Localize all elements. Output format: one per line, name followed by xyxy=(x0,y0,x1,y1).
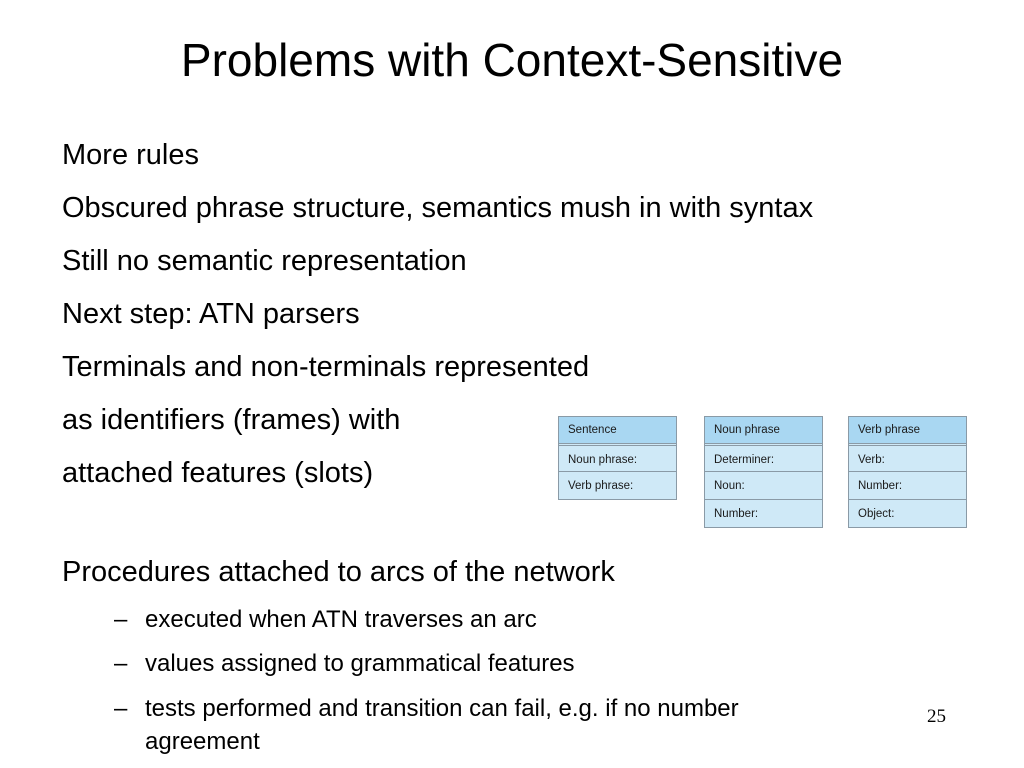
sub-bullet-text: executed when ATN traverses an arc xyxy=(145,606,537,633)
frame-header: Verb phrase xyxy=(849,417,966,443)
frame-verb-phrase: Verb phrase Verb: Number: Object: xyxy=(848,416,967,528)
frame-slot: Verb: xyxy=(849,443,966,471)
bullet-no-semantic-representation: Still no semantic representation xyxy=(62,245,467,277)
sub-bullet-tests-continuation: agreement xyxy=(145,728,260,755)
bullet-terminals: Terminals and non-terminals represented xyxy=(62,351,590,383)
dash-marker: – xyxy=(114,695,128,722)
frame-sentence: Sentence Noun phrase: Verb phrase: xyxy=(558,416,677,500)
frame-slot: Number: xyxy=(849,471,966,499)
bullet-procedures: Procedures attached to arcs of the netwo… xyxy=(62,556,615,588)
frame-slot: Noun: xyxy=(705,471,822,499)
sub-bullet-executed: –executed when ATN traverses an arc xyxy=(114,605,537,635)
bullet-next-step: Next step: ATN parsers xyxy=(62,298,360,330)
frame-slot: Verb phrase: xyxy=(559,471,676,499)
sub-bullet-values: –values assigned to grammatical features xyxy=(114,649,575,679)
bullet-more-rules: More rules xyxy=(62,139,199,171)
sub-bullet-text: tests performed and transition can fail,… xyxy=(145,695,739,722)
frame-header: Sentence xyxy=(559,417,676,443)
page-number: 25 xyxy=(927,706,946,727)
frame-noun-phrase: Noun phrase Determiner: Noun: Number: xyxy=(704,416,823,528)
frame-header: Noun phrase xyxy=(705,417,822,443)
bullet-identifiers: as identifiers (frames) with xyxy=(62,404,401,436)
bullet-obscured-structure: Obscured phrase structure, semantics mus… xyxy=(62,192,814,224)
dash-marker: – xyxy=(114,606,128,633)
sub-bullet-text: values assigned to grammatical features xyxy=(145,650,575,677)
sub-bullet-tests: –tests performed and transition can fail… xyxy=(114,694,739,724)
slide-title: Problems with Context-Sensitive xyxy=(180,34,844,86)
frame-diagram: Sentence Noun phrase: Verb phrase: Noun … xyxy=(556,410,970,530)
frame-slot: Noun phrase: xyxy=(559,443,676,471)
frame-slot: Determiner: xyxy=(705,443,822,471)
frame-slot: Number: xyxy=(705,499,822,527)
frame-slot: Object: xyxy=(849,499,966,527)
bullet-attached-features: attached features (slots) xyxy=(62,457,374,489)
dash-marker: – xyxy=(114,650,128,677)
